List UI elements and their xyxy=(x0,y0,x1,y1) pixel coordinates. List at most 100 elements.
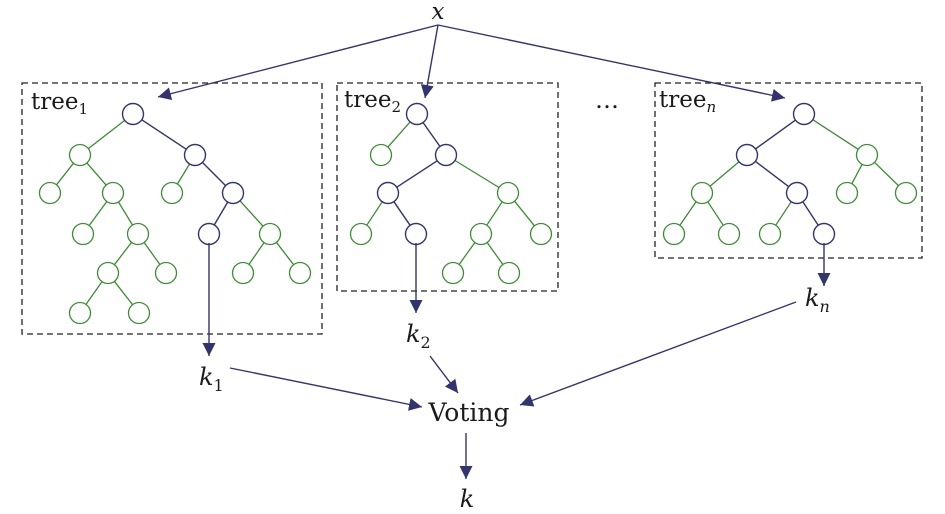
tree-2-node xyxy=(369,143,393,167)
tree-1-node xyxy=(101,181,125,205)
output-kn-base: k xyxy=(805,284,820,312)
tree-1-node xyxy=(71,222,95,246)
output-k1: k1 xyxy=(199,363,224,395)
output-k2-subscript: 2 xyxy=(421,333,431,352)
tree-1-edge xyxy=(88,201,108,226)
tree-n-edge xyxy=(679,201,697,226)
tree-1-node xyxy=(231,261,255,285)
tree-1-path-node xyxy=(197,222,221,246)
tree-1-edge xyxy=(201,161,227,187)
tree-1-edge xyxy=(86,162,107,186)
tree-1-node xyxy=(160,181,184,205)
tree-1-edge xyxy=(85,281,103,305)
tree-1-path-node xyxy=(121,102,145,126)
tree-n-edge xyxy=(802,201,819,226)
output-k1-subscript: 1 xyxy=(214,376,224,395)
tree-n-node xyxy=(894,181,918,205)
tree-n-edge xyxy=(775,201,792,226)
tree-2-edge xyxy=(393,201,411,226)
tree-2-edge xyxy=(486,242,504,265)
tree-2-edge xyxy=(387,121,411,148)
arrow-kn-to-voting xyxy=(519,301,797,407)
tree-2-edge xyxy=(422,122,441,147)
tree-n-path-node xyxy=(785,181,809,205)
tree-2-subscript: 2 xyxy=(391,98,401,116)
tree-1-node xyxy=(258,222,282,246)
tree-n-path-node xyxy=(735,143,759,167)
voting-label: Voting xyxy=(428,398,510,427)
tree-n-path-node xyxy=(792,102,816,126)
tree-1-subscript: 1 xyxy=(78,100,88,118)
tree-1-edge xyxy=(143,242,161,265)
tree-1-name: tree xyxy=(31,89,78,115)
arrow-x-to-tree-n xyxy=(437,24,786,102)
tree-2-path-node xyxy=(434,143,458,167)
tree-1-edge xyxy=(55,162,75,186)
tree-1-node xyxy=(96,261,120,285)
tree-1-edge xyxy=(248,242,265,265)
tree-n-edge xyxy=(707,201,724,226)
tree-n-edge xyxy=(709,161,740,187)
arrow-x-to-tree-2 xyxy=(420,24,439,99)
tree-2-node xyxy=(349,222,373,246)
tree-2-edge xyxy=(454,159,500,189)
tree-2-edge xyxy=(396,160,438,188)
ellipsis: … xyxy=(595,86,619,114)
tree-1-node xyxy=(68,301,92,325)
tree-n-box xyxy=(654,82,923,259)
tree-2-node xyxy=(441,261,465,285)
tree-n-edge xyxy=(812,119,859,150)
tree-2-edge xyxy=(486,201,503,226)
output-kn: kn xyxy=(805,284,830,316)
tree-2-node xyxy=(529,222,553,246)
tree-n-edge xyxy=(851,163,863,185)
tree-n-title: treen xyxy=(659,87,716,116)
tree-n-node xyxy=(835,181,859,205)
tree-1-path-node xyxy=(183,143,207,167)
arrow-x-to-tree-1 xyxy=(157,24,439,101)
tree-2-box xyxy=(336,82,559,292)
tree-1-node xyxy=(126,222,150,246)
tree-2-path-node xyxy=(376,181,400,205)
tree-2-name: tree xyxy=(344,87,391,113)
tree-n-name: tree xyxy=(659,87,706,113)
tree-n-edge xyxy=(754,160,790,188)
tree-2-node xyxy=(497,261,521,285)
tree-1-node xyxy=(288,261,312,285)
tree-1-edge xyxy=(176,163,191,185)
tree-1-node xyxy=(154,261,178,285)
arrow-k1-to-voting xyxy=(229,367,423,411)
tree-1-edge xyxy=(239,200,264,227)
tree-1-edge xyxy=(117,201,134,226)
tree-2-path-node xyxy=(404,222,428,246)
tree-1-edge xyxy=(113,241,133,266)
output-kn-subscript: n xyxy=(820,297,830,316)
tree-1-edge xyxy=(113,280,134,306)
tree-n-node xyxy=(717,222,741,246)
input-label: x xyxy=(432,0,445,25)
final-output-label: k xyxy=(460,485,475,513)
output-k2: k2 xyxy=(406,320,431,352)
tree-n-path-node xyxy=(812,222,836,246)
tree-2-edge xyxy=(514,200,535,227)
output-k2-base: k xyxy=(406,320,421,348)
tree-2-path-node xyxy=(405,102,429,126)
tree-1-edge xyxy=(213,201,229,226)
tree-2-node xyxy=(469,222,493,246)
tree-2-edge xyxy=(458,242,476,265)
arrow-k2-to-voting xyxy=(429,355,459,394)
output-k1-base: k xyxy=(199,363,214,391)
trees-layer xyxy=(38,102,918,325)
tree-1-edge xyxy=(275,241,295,266)
tree-n-node xyxy=(690,181,714,205)
tree-1-node xyxy=(127,301,151,325)
tree-1-title: tree1 xyxy=(31,89,88,118)
tree-n-edge xyxy=(874,161,899,187)
tree-1-path-node xyxy=(221,181,245,205)
tree-2-node xyxy=(496,181,520,205)
tree-n-node xyxy=(662,222,686,246)
tree-n-subscript: n xyxy=(706,98,716,116)
tree-1-box xyxy=(21,82,323,335)
tree-n-edge xyxy=(755,119,796,150)
